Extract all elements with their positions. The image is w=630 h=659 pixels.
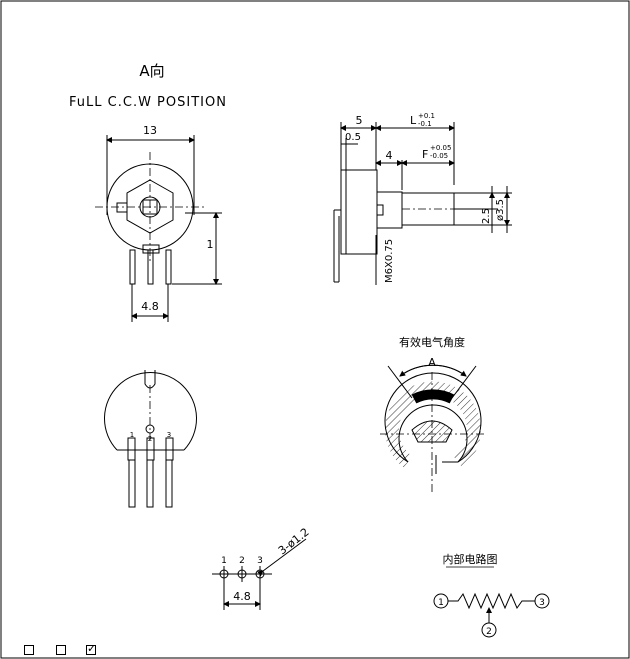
rear-pin-label-3: 3 (167, 431, 171, 439)
rear-pin-2 (146, 459, 154, 508)
bushing (376, 191, 403, 229)
thread-label: M6X0.75 (384, 239, 395, 283)
dim-F-tol-upper: +0.05 (430, 144, 451, 152)
dim-shaft-dia-label: ø3.5 (495, 199, 506, 221)
circuit-diagram: 内部电路图 1 3 2 (433, 552, 550, 638)
footprint-pin-label-3: 3 (257, 556, 263, 566)
circuit-terminal-label-2: 2 (486, 627, 492, 637)
rear-pin-3 (165, 459, 173, 508)
front-pin-3 (165, 249, 172, 285)
dim-L-tol-upper: +0.1 (418, 112, 435, 120)
checkbox-3[interactable] (86, 645, 96, 655)
dim-height-label: 1 (207, 238, 214, 251)
wiper-contact-arc (411, 389, 455, 404)
dim-pin-pitch-label: 4.8 (141, 300, 159, 313)
rear-body-arc (104, 371, 197, 451)
front-view-title: A向 (139, 62, 164, 80)
front-view: A向 FuLL C.C.W POSITION 13 1 (69, 62, 227, 322)
resistive-track (385, 381, 481, 468)
footprint-pitch-label: 4.8 (233, 590, 251, 603)
angle-label: A (428, 356, 436, 369)
side-view: 5 0.5 L +0.1 -0.1 4 F +0.05 -0.05 (333, 112, 512, 285)
front-pin-2 (147, 249, 154, 285)
front-view-position-label: FuLL C.C.W POSITION (69, 95, 227, 110)
footprint-pin-label-1: 1 (221, 556, 227, 566)
circuit-terminal-label-1: 1 (438, 598, 444, 608)
dim-L-tol-lower: -0.1 (418, 120, 432, 128)
checkbox-1[interactable] (24, 645, 34, 655)
circuit-terminal-label-3: 3 (539, 598, 545, 608)
rear-view: 1 2 3 (104, 370, 197, 508)
dim-2-5-label: 2.5 (481, 208, 492, 224)
footprint-pin-label-2: 2 (239, 556, 245, 566)
resistor-zigzag (448, 592, 535, 610)
dim-4-label: 4 (386, 149, 393, 162)
dim-L-label: L (410, 114, 417, 127)
dim-F-tol-lower: -0.05 (430, 152, 448, 160)
dim-width-label: 13 (143, 124, 157, 137)
footprint: 1 2 3 3-ø1.2 4.8 (212, 525, 312, 610)
angle-view: 有效电气角度 A (380, 335, 486, 492)
angle-view-title: 有效电气角度 (399, 335, 465, 349)
checkbox-2[interactable] (56, 645, 66, 655)
rear-pin-1 (128, 459, 136, 508)
front-pin-1 (129, 249, 136, 285)
circuit-title: 内部电路图 (443, 552, 498, 566)
dim-0-5-label: 0.5 (345, 132, 361, 143)
rear-pin-label-2: 2 (148, 435, 152, 443)
rear-pin-label-1: 1 (130, 431, 134, 439)
checkbox-3-check-icon: ✓ (87, 642, 97, 655)
dim-5-label: 5 (356, 114, 363, 127)
footprint-hole-label: 3-ø1.2 (276, 525, 312, 557)
dim-F-label: F (422, 148, 428, 161)
